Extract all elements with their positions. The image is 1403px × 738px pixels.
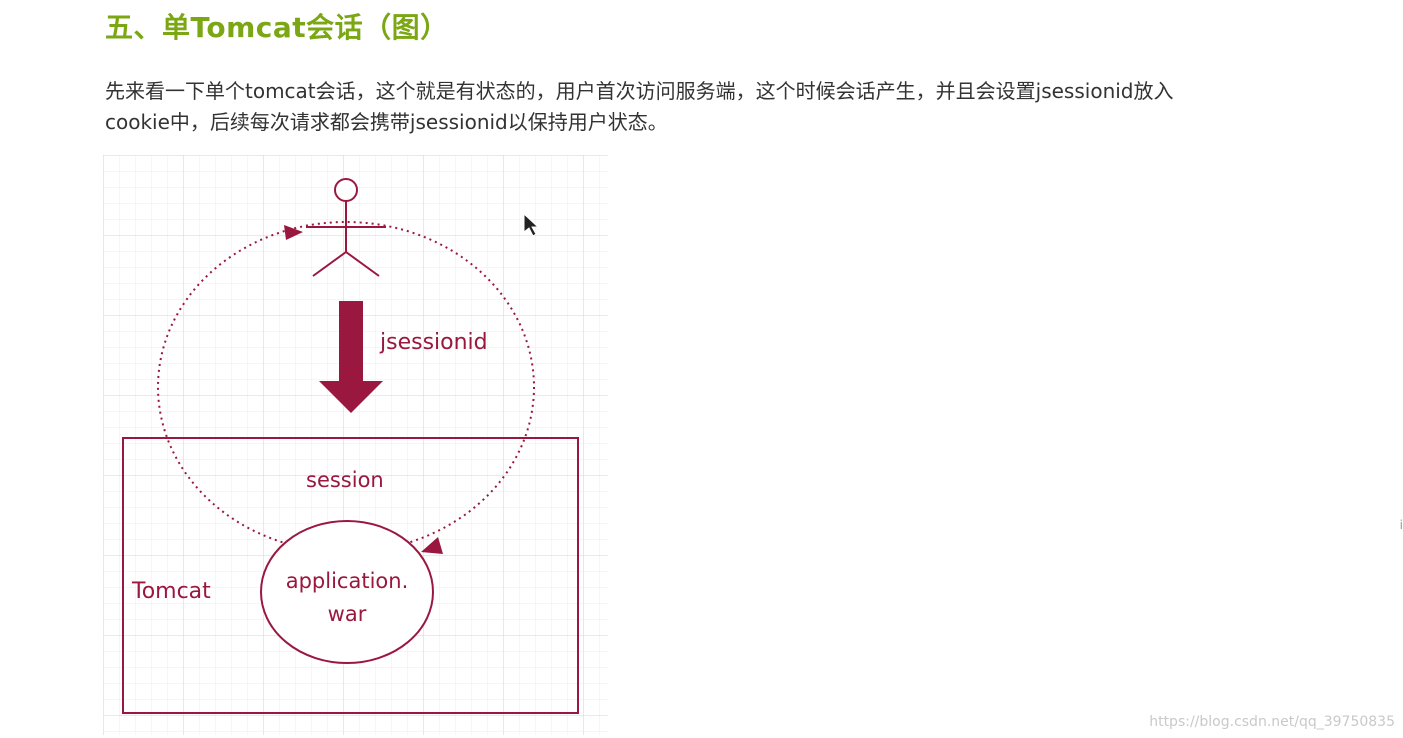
user-actor-icon: [306, 178, 386, 277]
edge-marker: i: [1399, 518, 1403, 532]
intro-paragraph: 先来看一下单个tomcat会话，这个就是有状态的，用户首次访问服务端，这个时候会…: [105, 76, 1335, 138]
jsessionid-label: jsessionid: [380, 330, 488, 355]
tomcat-label: Tomcat: [132, 579, 211, 604]
loop-arrowhead-bottom: [421, 537, 443, 554]
application-war-label-line-2: war: [327, 602, 367, 626]
paragraph-line-1: 先来看一下单个tomcat会话，这个就是有状态的，用户首次访问服务端，这个时候会…: [105, 79, 1174, 103]
application-war-label: application. war: [277, 565, 417, 631]
source-watermark: https://blog.csdn.net/qq_39750835: [1149, 714, 1395, 730]
jsessionid-arrow: [319, 301, 383, 413]
application-war-label-line-1: application.: [285, 569, 409, 593]
paragraph-line-2: cookie中，后续每次请求都会携带jsessionid以保持用户状态。: [105, 110, 668, 134]
tomcat-container: [122, 437, 579, 714]
loop-arrowhead-top: [284, 225, 303, 240]
section-heading: 五、单Tomcat会话（图）: [105, 11, 449, 44]
cursor-icon: [523, 212, 540, 237]
tomcat-session-diagram: jsessionid session Tomcat application. wa…: [103, 155, 608, 735]
session-label: session: [306, 468, 384, 492]
application-war-node: [260, 520, 434, 664]
diagram-canvas: [103, 155, 608, 735]
